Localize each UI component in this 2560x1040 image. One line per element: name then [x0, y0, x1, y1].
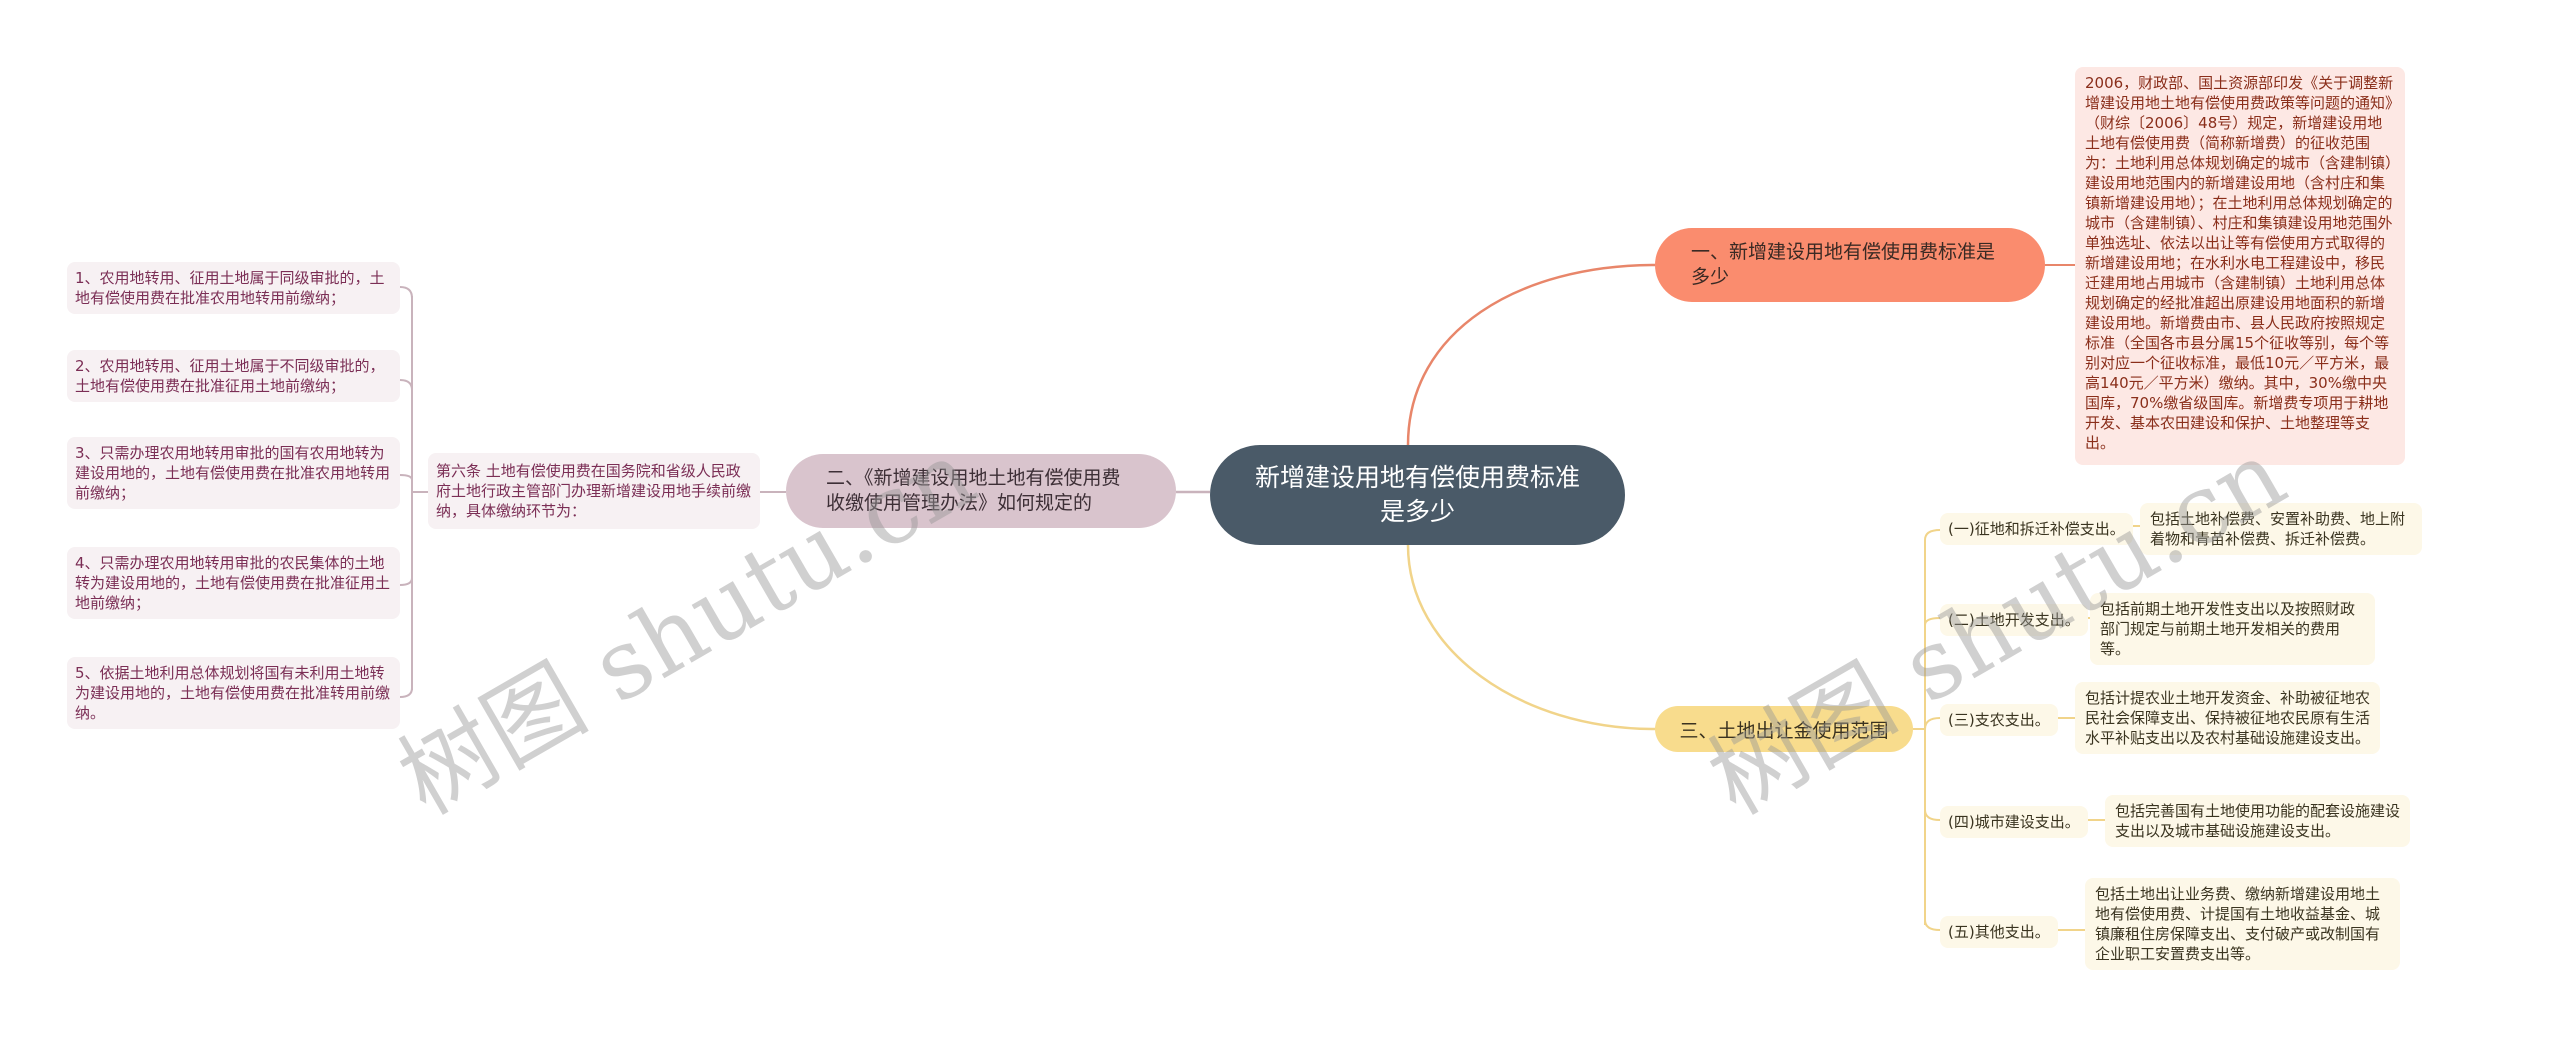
payment-rule-item[interactable]: 2、农用地转用、征用土地属于不同级审批的，土地有偿使用费在批准征用土地前缴纳； — [67, 350, 400, 402]
detail-text: 2006，财政部、国土资源部印发《关于调整新增建设用地土地有偿使用费政策等问题的… — [2085, 74, 2394, 452]
item-text: 2、农用地转用、征用土地属于不同级审批的，土地有偿使用费在批准征用土地前缴纳； — [75, 357, 385, 395]
payment-rule-item[interactable]: 4、只需办理农用地转用审批的农民集体的土地转为建设用地的，土地有偿使用费在批准征… — [67, 547, 400, 619]
desc-text: 包括土地补偿费、安置补助费、地上附着物和青苗补偿费、拆迁补偿费。 — [2150, 510, 2406, 548]
item-text: 4、只需办理农用地转用审批的农民集体的土地转为建设用地的，土地有偿使用费在批准征… — [75, 554, 391, 612]
category-label: (二)土地开发支出。 — [1948, 611, 2080, 629]
root-title: 新增建设用地有偿使用费标准是多少 — [1254, 463, 1580, 526]
root-node[interactable]: 新增建设用地有偿使用费标准是多少 — [1210, 445, 1625, 545]
branch-label: 二、《新增建设用地土地有偿使用费收缴使用管理办法》如何规定的 — [826, 467, 1121, 514]
desc-text: 包括土地出让业务费、缴纳新增建设用地土地有偿使用费、计提国有土地收益基金、城镇廉… — [2095, 885, 2381, 963]
fee-standard-detail[interactable]: 2006，财政部、国土资源部印发《关于调整新增建设用地土地有偿使用费政策等问题的… — [2075, 67, 2405, 465]
expense-category-desc[interactable]: 包括前期土地开发性支出以及按照财政部门规定与前期土地开发相关的费用等。 — [2090, 593, 2375, 665]
payment-rule-item[interactable]: 5、依据土地利用总体规划将国有未利用土地转为建设用地的，土地有偿使用费在批准转用… — [67, 657, 400, 729]
category-label: (五)其他支出。 — [1948, 923, 2050, 941]
expense-category-desc[interactable]: 包括完善国有土地使用功能的配套设施建设支出以及城市基础设施建设支出。 — [2105, 795, 2410, 847]
expense-category-item[interactable]: (三)支农支出。 — [1940, 704, 2058, 736]
branch-label: 一、新增建设用地有偿使用费标准是多少 — [1691, 241, 1996, 288]
expense-category-item[interactable]: (二)土地开发支出。 — [1940, 604, 2088, 636]
expense-category-item[interactable]: (四)城市建设支出。 — [1940, 806, 2088, 838]
desc-text: 包括完善国有土地使用功能的配套设施建设支出以及城市基础设施建设支出。 — [2115, 802, 2401, 840]
item-text: 1、农用地转用、征用土地属于同级审批的，土地有偿使用费在批准农用地转用前缴纳； — [75, 269, 385, 307]
desc-text: 包括前期土地开发性支出以及按照财政部门规定与前期土地开发相关的费用等。 — [2100, 600, 2356, 658]
item-text: 5、依据土地利用总体规划将国有未利用土地转为建设用地的，土地有偿使用费在批准转用… — [75, 664, 391, 722]
branch-node-fee-standard[interactable]: 一、新增建设用地有偿使用费标准是多少 — [1655, 228, 2045, 302]
branch-node-land-transfer-scope[interactable]: 三、土地出让金使用范围 — [1655, 706, 1913, 752]
payment-rule-item[interactable]: 1、农用地转用、征用土地属于同级审批的，土地有偿使用费在批准农用地转用前缴纳； — [67, 262, 400, 314]
category-label: (一)征地和拆迁补偿支出。 — [1948, 520, 2125, 538]
expense-category-desc[interactable]: 包括土地补偿费、安置补助费、地上附着物和青苗补偿费、拆迁补偿费。 — [2140, 503, 2422, 555]
category-label: (四)城市建设支出。 — [1948, 813, 2080, 831]
item-text: 3、只需办理农用地转用审批的国有农用地转为建设用地的，土地有偿使用费在批准农用地… — [75, 444, 391, 502]
payment-rule-item[interactable]: 3、只需办理农用地转用审批的国有农用地转为建设用地的，土地有偿使用费在批准农用地… — [67, 437, 400, 509]
expense-category-desc[interactable]: 包括计提农业土地开发资金、补助被征地农民社会保障支出、保持被征地农民原有生活水平… — [2075, 682, 2380, 754]
article-six-node[interactable]: 第六条 土地有偿使用费在国务院和省级人民政府土地行政主管部门办理新增建设用地手续… — [428, 453, 760, 529]
desc-text: 包括计提农业土地开发资金、补助被征地农民社会保障支出、保持被征地农民原有生活水平… — [2085, 689, 2371, 747]
expense-category-item[interactable]: (五)其他支出。 — [1940, 916, 2058, 948]
branch-label: 三、土地出让金使用范围 — [1679, 719, 1889, 742]
expense-category-item[interactable]: (一)征地和拆迁补偿支出。 — [1940, 513, 2133, 545]
branch-node-management-rules[interactable]: 二、《新增建设用地土地有偿使用费收缴使用管理办法》如何规定的 — [786, 454, 1176, 528]
category-label: (三)支农支出。 — [1948, 711, 2050, 729]
article-text: 第六条 土地有偿使用费在国务院和省级人民政府土地行政主管部门办理新增建设用地手续… — [436, 462, 752, 520]
expense-category-desc[interactable]: 包括土地出让业务费、缴纳新增建设用地土地有偿使用费、计提国有土地收益基金、城镇廉… — [2085, 878, 2400, 970]
